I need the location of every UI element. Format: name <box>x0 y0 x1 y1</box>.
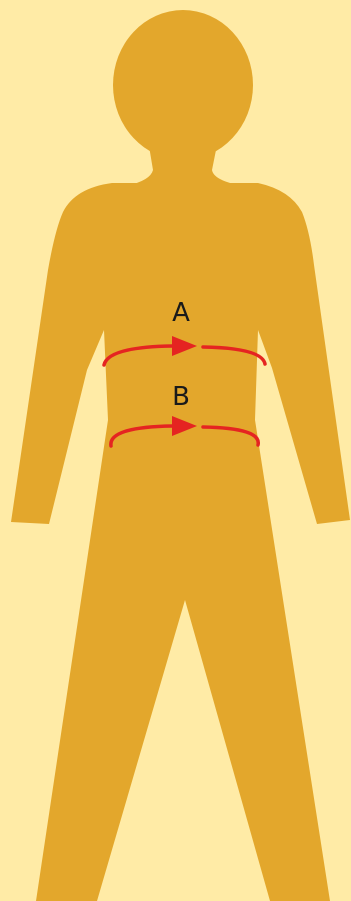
head-shape <box>113 10 253 160</box>
label-a: A <box>172 298 190 328</box>
label-b: B <box>172 382 190 412</box>
torso-shape <box>11 183 350 901</box>
neck-shape <box>120 140 250 187</box>
